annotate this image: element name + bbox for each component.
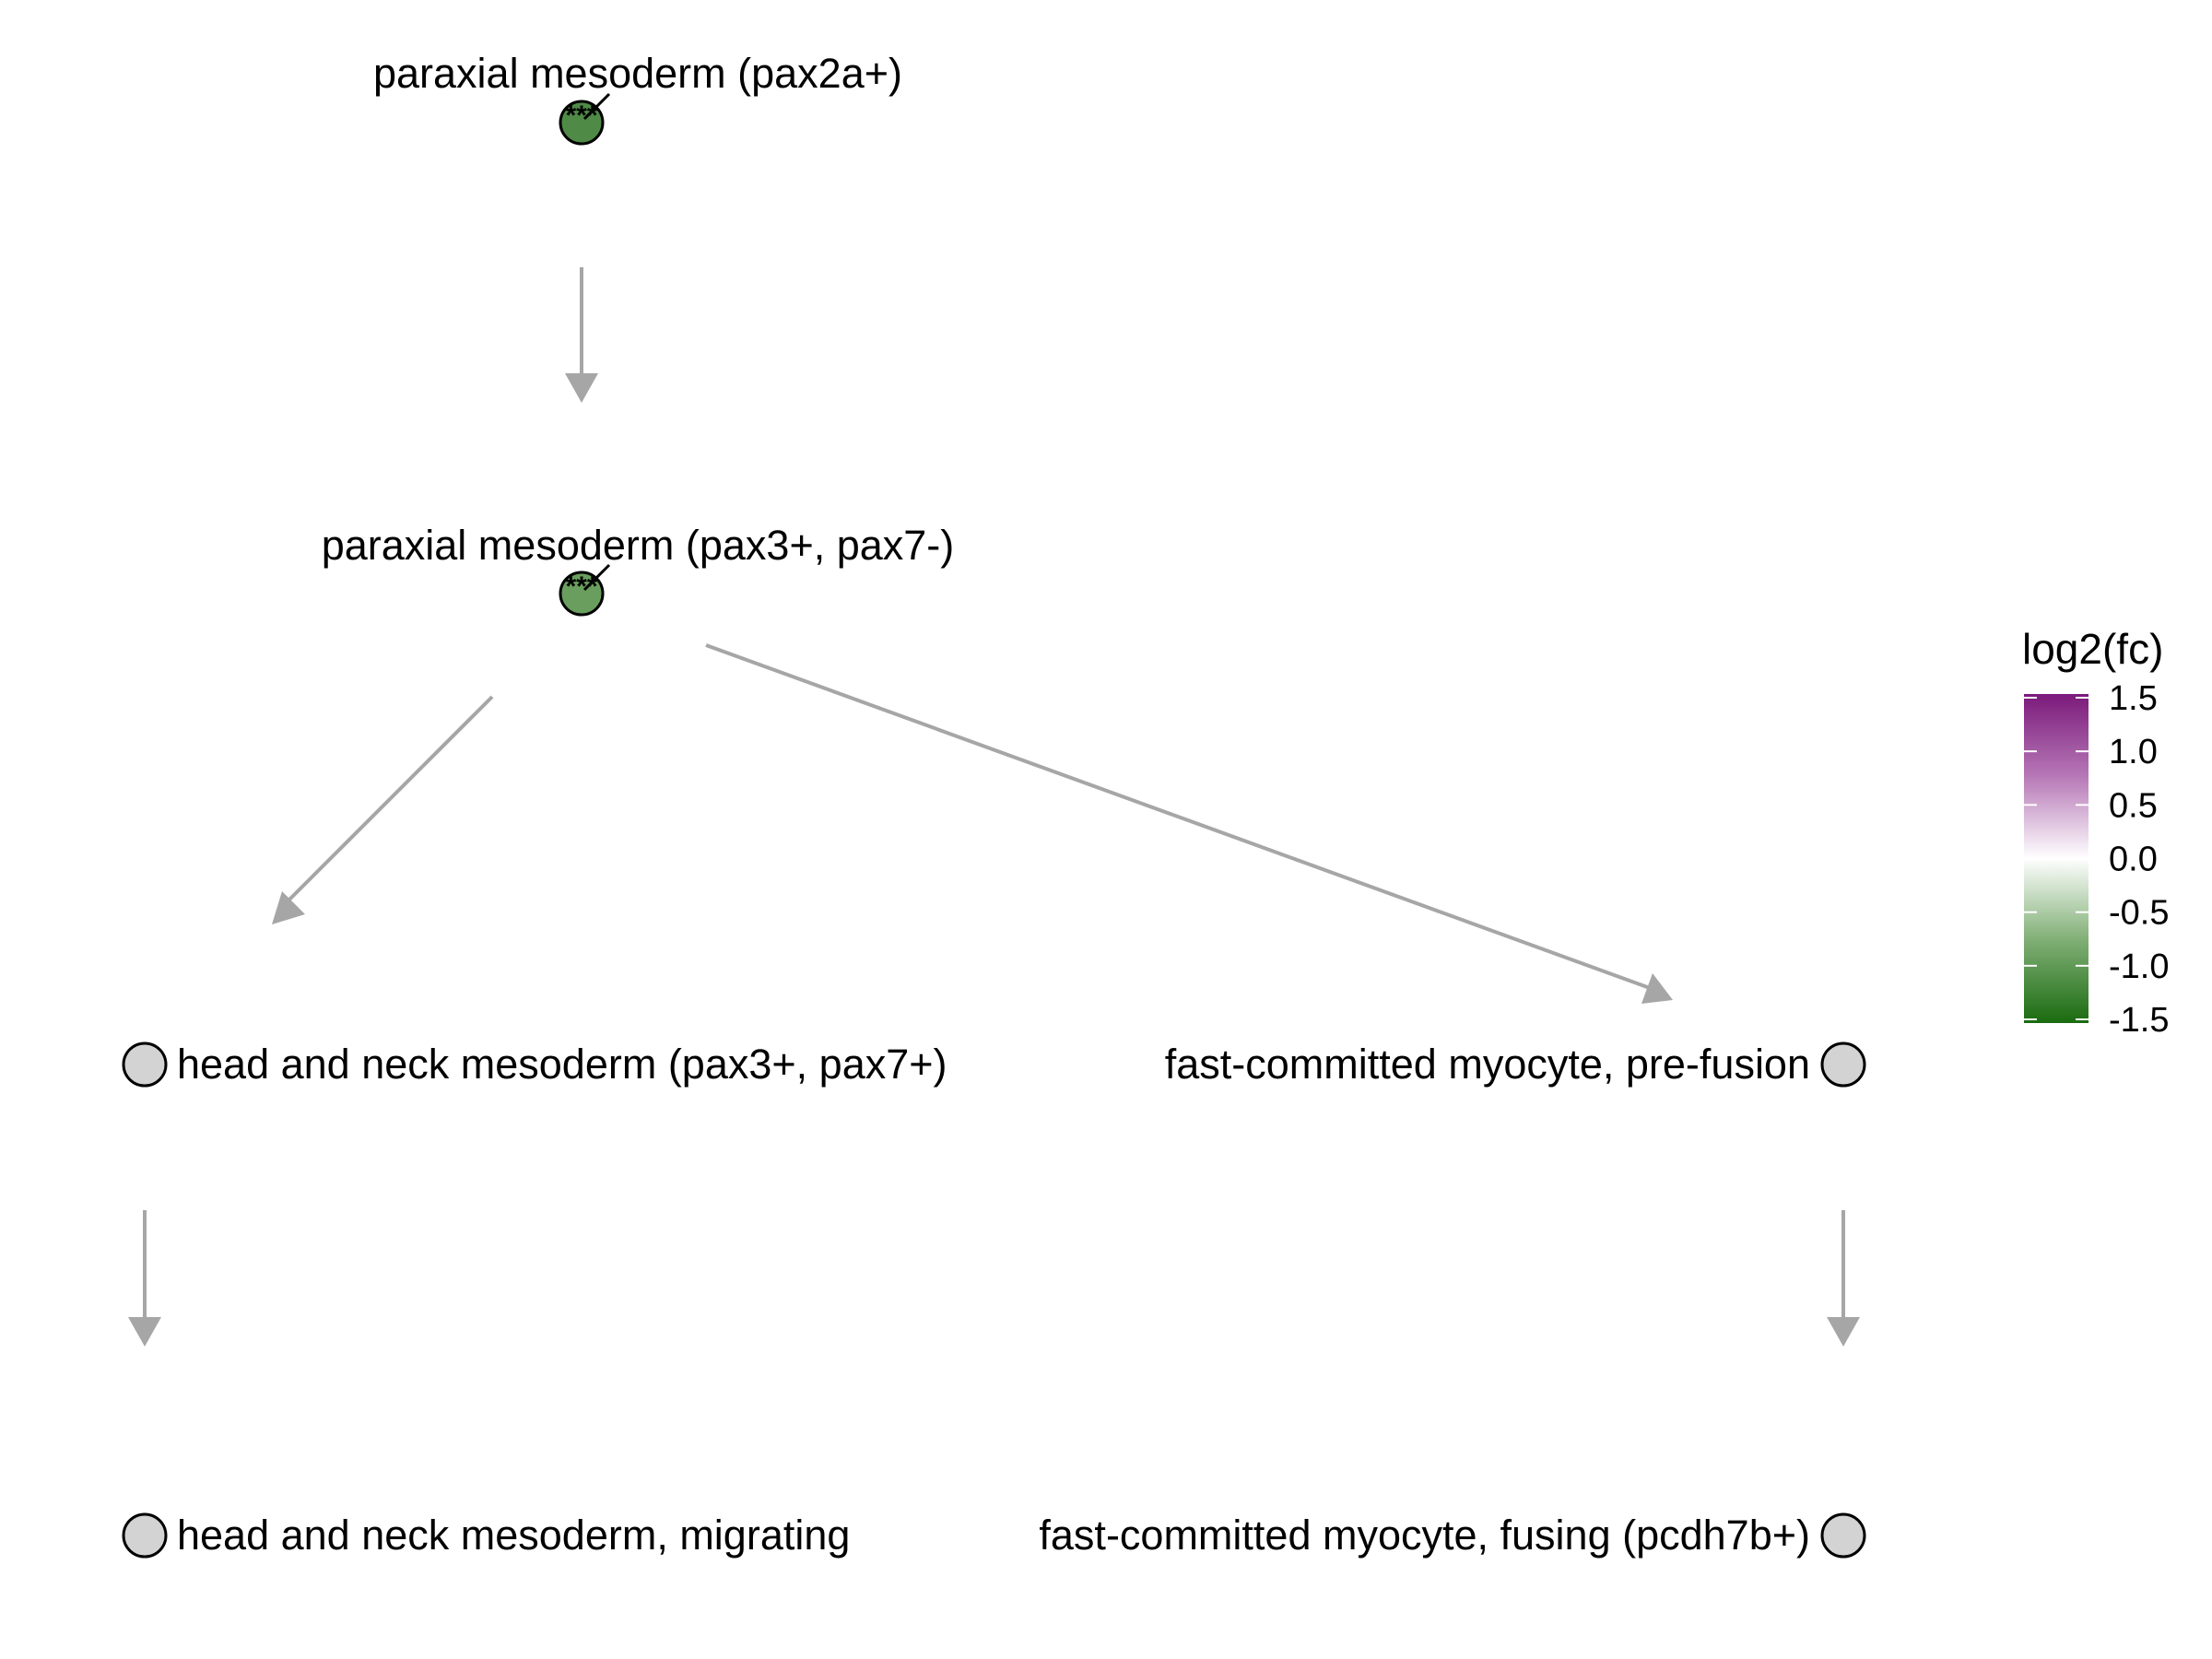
node-head-neck-migrating: head and neck mesoderm, migrating <box>122 1512 850 1559</box>
node-label: fast-committed myocyte, pre-fusion <box>1165 1041 1810 1088</box>
node-head-neck-mesoderm: head and neck mesoderm (pax3+, pax7+) <box>122 1041 947 1088</box>
node-label: paraxial mesoderm (pax2a+) <box>373 50 902 97</box>
legend-title: log2(fc) <box>2022 625 2163 673</box>
legend-tick-label: 0.5 <box>2109 786 2158 825</box>
node-circle <box>1820 1512 1866 1559</box>
node-circle <box>1820 1041 1866 1088</box>
edge-fast-prefusion-to-fusing <box>1827 1210 1860 1347</box>
significance-marker: *** <box>565 571 597 602</box>
node-paraxial-mesoderm-pax2a: paraxial mesoderm (pax2a+) *** <box>373 50 902 146</box>
significance-leader <box>582 92 611 121</box>
legend-ticks: 1.5 1.0 0.5 0.0 -0.5 -1.0 -1.5 <box>2024 679 2169 1040</box>
node-paraxial-mesoderm-pax3: paraxial mesoderm (pax3+, pax7-) *** <box>322 522 955 617</box>
legend-tick-label: -0.5 <box>2109 894 2169 933</box>
legend-tick-label: 1.5 <box>2109 679 2158 718</box>
legend-tick-label: 1.0 <box>2109 733 2158 771</box>
significance-marker: *** <box>565 100 597 131</box>
legend-tick-label: -1.5 <box>2109 1001 2169 1040</box>
node-label: paraxial mesoderm (pax3+, pax7-) <box>322 522 955 569</box>
edge-pax3-to-fast-prefusion <box>705 643 1673 1004</box>
node-fast-committed-fusing: fast-committed myocyte, fusing (pcdh7b+) <box>1039 1512 1866 1559</box>
node-label: fast-committed myocyte, fusing (pcdh7b+) <box>1039 1512 1810 1559</box>
legend-tick-label: 0.0 <box>2109 841 2158 879</box>
node-circle <box>122 1512 168 1559</box>
node-fast-committed-prefusion: fast-committed myocyte, pre-fusion <box>1165 1041 1866 1088</box>
color-legend: log2(fc) 1.5 1.0 0.5 0.0 -0.5 -1.0 -1.5 <box>2022 625 2169 1040</box>
legend-tick-label: -1.0 <box>2109 947 2169 986</box>
edge-headneck-to-migrating <box>128 1210 161 1347</box>
node-label: head and neck mesoderm, migrating <box>177 1512 850 1559</box>
edges <box>128 267 1860 1347</box>
significance-leader <box>582 563 611 592</box>
edge-pax3-to-headneck <box>272 695 494 924</box>
node-circle <box>122 1041 168 1088</box>
edge-pax2a-to-pax3 <box>565 267 598 403</box>
node-label: head and neck mesoderm (pax3+, pax7+) <box>177 1041 947 1088</box>
